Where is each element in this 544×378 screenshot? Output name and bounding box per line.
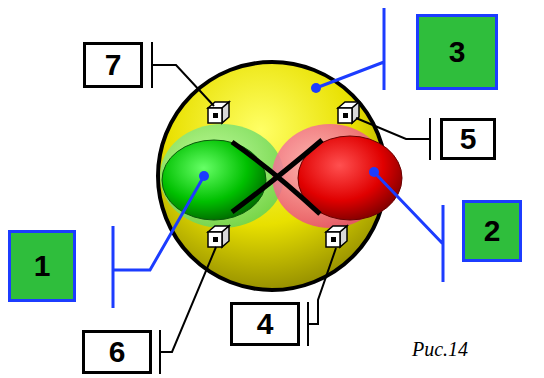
callout-number: 3 — [449, 37, 466, 67]
callout-box: 2 — [462, 200, 522, 262]
figure-caption: Рис.14 — [412, 338, 468, 361]
callout-number: 7 — [105, 50, 122, 80]
callout-number: 2 — [484, 216, 501, 246]
cube-5 — [338, 102, 359, 123]
callout-box: 4 — [230, 302, 300, 346]
cube-7 — [208, 102, 229, 123]
cube-6 — [208, 226, 229, 247]
callout-number: 4 — [257, 309, 274, 339]
callout-box: 6 — [82, 330, 152, 374]
callout-box: 7 — [83, 42, 143, 88]
callout-box: 1 — [8, 230, 76, 302]
leader-lines — [113, 8, 443, 308]
callout-number: 6 — [109, 337, 126, 367]
callout-number: 1 — [34, 251, 51, 281]
cube-4 — [326, 226, 347, 247]
callout-box: 5 — [440, 118, 496, 160]
callout-box: 3 — [416, 14, 498, 90]
green-core — [162, 140, 266, 220]
leader-lines — [152, 42, 430, 374]
green-lobe — [160, 124, 284, 228]
callout-number: 5 — [460, 124, 477, 154]
cross-lines — [232, 140, 322, 214]
